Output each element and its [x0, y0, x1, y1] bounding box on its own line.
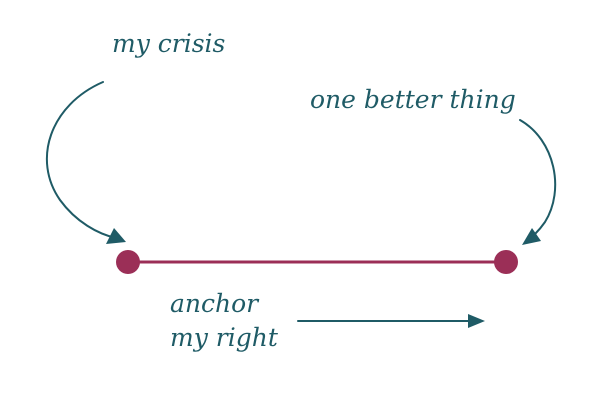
left-endpoint: [116, 250, 140, 274]
arrow-crisis-shaft: [45, 81, 117, 239]
arrow-better-head: [522, 228, 541, 245]
label-anchor: anchor: [170, 289, 260, 318]
arrow-crisis-to-left-point: [45, 81, 126, 244]
label-my-crisis: my crisis: [112, 29, 225, 58]
label-one-better-thing: one better thing: [310, 85, 516, 114]
arrow-better-shaft: [519, 119, 557, 242]
arrow-crisis-head: [106, 228, 126, 244]
right-endpoint: [494, 250, 518, 274]
arrow-right: [297, 314, 485, 328]
label-my-right: my right: [170, 323, 279, 352]
arrow-right-head: [468, 314, 485, 328]
arrow-better-to-right-point: [519, 119, 557, 245]
